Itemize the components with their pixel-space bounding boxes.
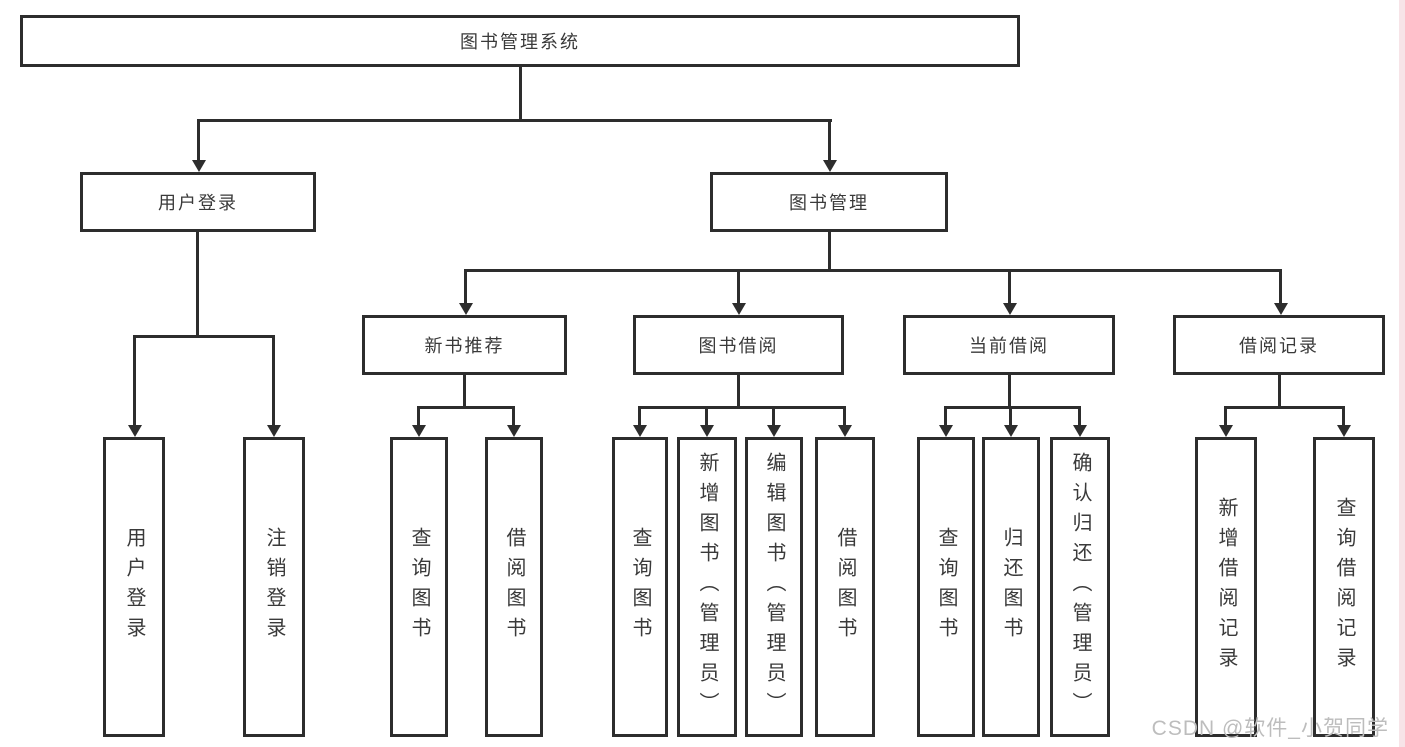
connector-to-current-query (944, 406, 947, 425)
node-current-borrow-label: 当前借阅 (969, 336, 1049, 356)
node-book-borrow-label: 图书借阅 (698, 336, 779, 356)
connector-current-stem (1008, 375, 1011, 409)
arrow-to-new-book (459, 303, 473, 315)
arrow-to-records-add (1219, 425, 1233, 437)
connector-to-new-book (464, 269, 467, 303)
connector-to-borrow-borrow (843, 406, 846, 425)
connector-current-hline (944, 406, 1081, 409)
connector-bookborrow-hline (638, 406, 846, 409)
connector-newbook-stem (463, 375, 466, 409)
leaf-borrow-add-admin: 新增图书（管理员） (677, 437, 737, 737)
node-user-login: 用户登录 (80, 172, 316, 232)
leaf-records-add: 新增借阅记录 (1195, 437, 1257, 737)
connector-newbook-hline (417, 406, 515, 409)
arrow-to-current-query (939, 425, 953, 437)
node-book-management-label: 图书管理 (789, 193, 869, 213)
node-borrow-records: 借阅记录 (1173, 315, 1385, 375)
connector-to-borrow-add (705, 406, 708, 425)
arrow-to-current-borrow (1003, 303, 1017, 315)
arrow-to-newbook-borrow (507, 425, 521, 437)
arrow-to-newbook-query (412, 425, 426, 437)
leaf-current-confirm-admin: 确认归还（管理员） (1050, 437, 1110, 737)
node-root-label: 图书管理系统 (460, 32, 580, 52)
arrow-to-current-return (1004, 425, 1018, 437)
node-current-borrow: 当前借阅 (903, 315, 1115, 375)
connector-to-book-management (828, 119, 831, 160)
arrow-to-records-query (1337, 425, 1351, 437)
arrow-to-leaf-logout (267, 425, 281, 437)
connector-bookmgmt-stem (828, 232, 831, 272)
connector-to-current-borrow (1008, 269, 1011, 303)
arrow-to-borrow-edit (767, 425, 781, 437)
connector-to-records-query (1342, 406, 1345, 425)
leaf-logout: 注销登录 (243, 437, 305, 737)
leaf-borrow-borrow: 借阅图书 (815, 437, 875, 737)
arrow-to-user-login (192, 160, 206, 172)
leaf-borrow-query: 查询图书 (612, 437, 668, 737)
connector-to-current-return (1009, 406, 1012, 425)
arrow-to-borrow-query (633, 425, 647, 437)
connector-userlogin-hline (133, 335, 275, 338)
connector-to-borrow-query (638, 406, 641, 425)
leaf-newbook-borrow: 借阅图书 (485, 437, 543, 737)
leaf-newbook-query: 查询图书 (390, 437, 448, 737)
right-edge-strip (1399, 0, 1405, 747)
arrow-to-book-management (823, 160, 837, 172)
connector-root-hline (197, 119, 832, 122)
node-book-borrow: 图书借阅 (633, 315, 844, 375)
node-root-library-system: 图书管理系统 (20, 15, 1020, 67)
leaf-borrow-edit-admin: 编辑图书（管理员） (745, 437, 803, 737)
connector-bookmgmt-hline (464, 269, 1282, 272)
connector-to-leaf-logout (272, 335, 275, 425)
leaf-records-query: 查询借阅记录 (1313, 437, 1375, 737)
arrow-to-borrow-borrow (838, 425, 852, 437)
arrow-to-leaf-user-login (128, 425, 142, 437)
connector-to-newbook-borrow (512, 406, 515, 425)
connector-to-records-add (1224, 406, 1227, 425)
arrow-to-book-borrow (732, 303, 746, 315)
arrow-to-borrow-records (1274, 303, 1288, 315)
leaf-user-login: 用户登录 (103, 437, 165, 737)
leaf-current-query: 查询图书 (917, 437, 975, 737)
arrow-to-current-confirm (1073, 425, 1087, 437)
connector-bookborrow-stem (737, 375, 740, 409)
connector-to-newbook-query (417, 406, 420, 425)
connector-records-stem (1278, 375, 1281, 409)
node-user-login-label: 用户登录 (158, 193, 238, 213)
node-new-book-recommend-label: 新书推荐 (424, 336, 505, 356)
connector-to-current-confirm (1078, 406, 1081, 425)
leaf-current-return: 归还图书 (982, 437, 1040, 737)
connector-to-borrow-records (1279, 269, 1282, 303)
connector-to-book-borrow (737, 269, 740, 303)
connector-to-borrow-edit (772, 406, 775, 425)
connector-root-stem (519, 67, 522, 120)
arrow-to-borrow-add (700, 425, 714, 437)
connector-to-leaf-user-login (133, 335, 136, 425)
connector-userlogin-stem (196, 232, 199, 338)
connector-records-hline (1224, 406, 1345, 409)
node-book-management: 图书管理 (710, 172, 948, 232)
node-new-book-recommend: 新书推荐 (362, 315, 567, 375)
node-borrow-records-label: 借阅记录 (1239, 336, 1319, 356)
connector-to-user-login (197, 119, 200, 160)
csdn-watermark: CSDN @软件_小贺同学 (1151, 717, 1389, 740)
